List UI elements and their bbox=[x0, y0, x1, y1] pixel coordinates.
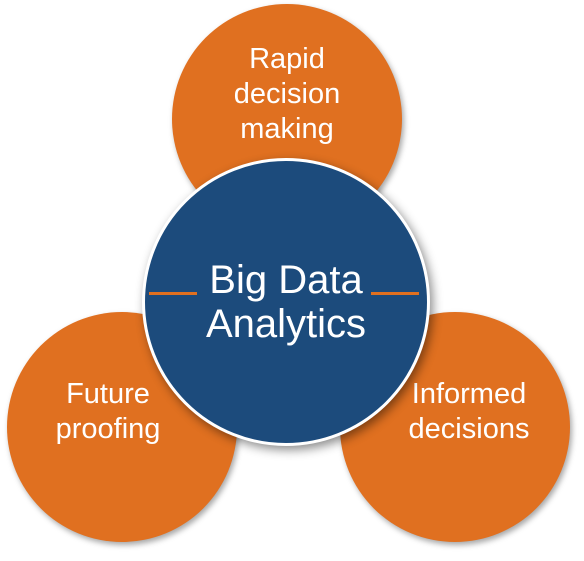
left-accent-line bbox=[149, 292, 197, 295]
informed-decisions-label: Informed decisions bbox=[408, 378, 530, 445]
right-accent-line bbox=[371, 292, 419, 295]
future-proofing-label: Future proofing bbox=[55, 378, 161, 445]
future-proofing-circle: Future proofing bbox=[7, 312, 237, 542]
rapid-decision-making-label: Rapid decision making bbox=[233, 43, 341, 145]
big-data-analytics-circle: Big Data Analytics bbox=[142, 158, 430, 446]
big-data-analytics-label: Big Data Analytics bbox=[205, 258, 367, 346]
